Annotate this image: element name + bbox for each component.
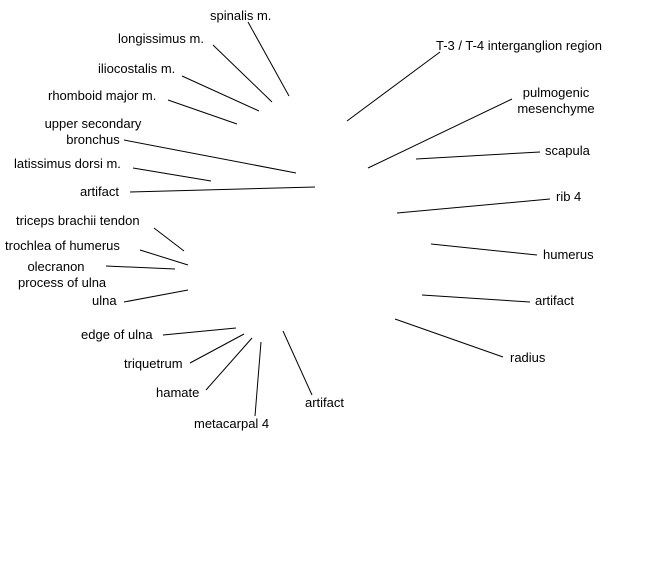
label-triquetrum: triquetrum [124, 356, 183, 371]
leader-ulna [123, 289, 189, 303]
label-metacarpal-4: metacarpal 4 [194, 416, 270, 431]
label-artifact-left: artifact [80, 184, 120, 199]
label-longissimus: longissimus m. [118, 31, 204, 46]
label-upper-secondary-bronchus: upper secondary bronchus [32, 116, 154, 148]
leader-triquetrum [189, 333, 245, 364]
leader-triceps [153, 227, 185, 252]
label-upper-secondary-bronchus-line2: bronchus [66, 132, 120, 147]
label-upper-secondary-bronchus-line1: upper secondary [44, 116, 142, 131]
label-t3-t4-interganglion: T-3 / T-4 interganglion region [436, 38, 602, 53]
label-latissimus: latissimus dorsi m. [14, 156, 121, 171]
label-triceps: triceps brachii tendon [16, 213, 140, 228]
label-olecranon-line1: olecranon [27, 259, 85, 274]
label-spinalis: spinalis m. [210, 8, 272, 23]
leader-upper-bronchus [123, 139, 297, 174]
leader-scapula [415, 151, 541, 160]
leader-edge-ulna [162, 327, 237, 336]
label-iliocostalis: iliocostalis m. [98, 61, 176, 76]
label-humerus: humerus [543, 247, 594, 262]
label-pulmogenic-line2: mesenchyme [517, 101, 595, 116]
leader-artifact-left [129, 186, 316, 193]
leader-artifact-bottom [282, 330, 313, 396]
label-olecranon-line2: process of ulna [18, 275, 107, 290]
label-artifact-right: artifact [535, 293, 575, 308]
leader-artifact-right [421, 294, 531, 303]
label-trochlea: trochlea of humerus [5, 238, 120, 253]
label-hamate: hamate [156, 385, 200, 400]
label-radius: radius [510, 350, 546, 365]
leader-rhomboid [167, 99, 238, 125]
label-pulmogenic-mesenchyme: pulmogenic mesenchyme [508, 85, 604, 117]
leader-rib4 [396, 198, 551, 214]
leader-iliocostalis [181, 75, 260, 112]
label-artifact-bottom: artifact [305, 395, 345, 410]
label-olecranon-process: olecranon process of ulna [18, 259, 120, 291]
label-rhomboid: rhomboid major m. [48, 88, 157, 103]
label-pulmogenic-line1: pulmogenic [522, 85, 590, 100]
leader-pulmogenic [367, 98, 513, 169]
leader-olecranon [105, 265, 176, 270]
leader-spinalis [247, 21, 290, 97]
label-rib-4: rib 4 [556, 189, 582, 204]
label-edge-of-ulna: edge of ulna [81, 327, 153, 342]
leader-hamate [205, 337, 253, 391]
label-ulna: ulna [92, 293, 117, 308]
leader-radius [394, 318, 504, 358]
leader-humerus [430, 243, 538, 256]
label-scapula: scapula [545, 143, 590, 158]
leader-metacarpal [254, 341, 262, 417]
leader-latissimus [132, 167, 212, 182]
leader-trochlea [139, 249, 189, 266]
leader-t3t4 [346, 51, 441, 122]
leader-longissimus [212, 44, 273, 103]
